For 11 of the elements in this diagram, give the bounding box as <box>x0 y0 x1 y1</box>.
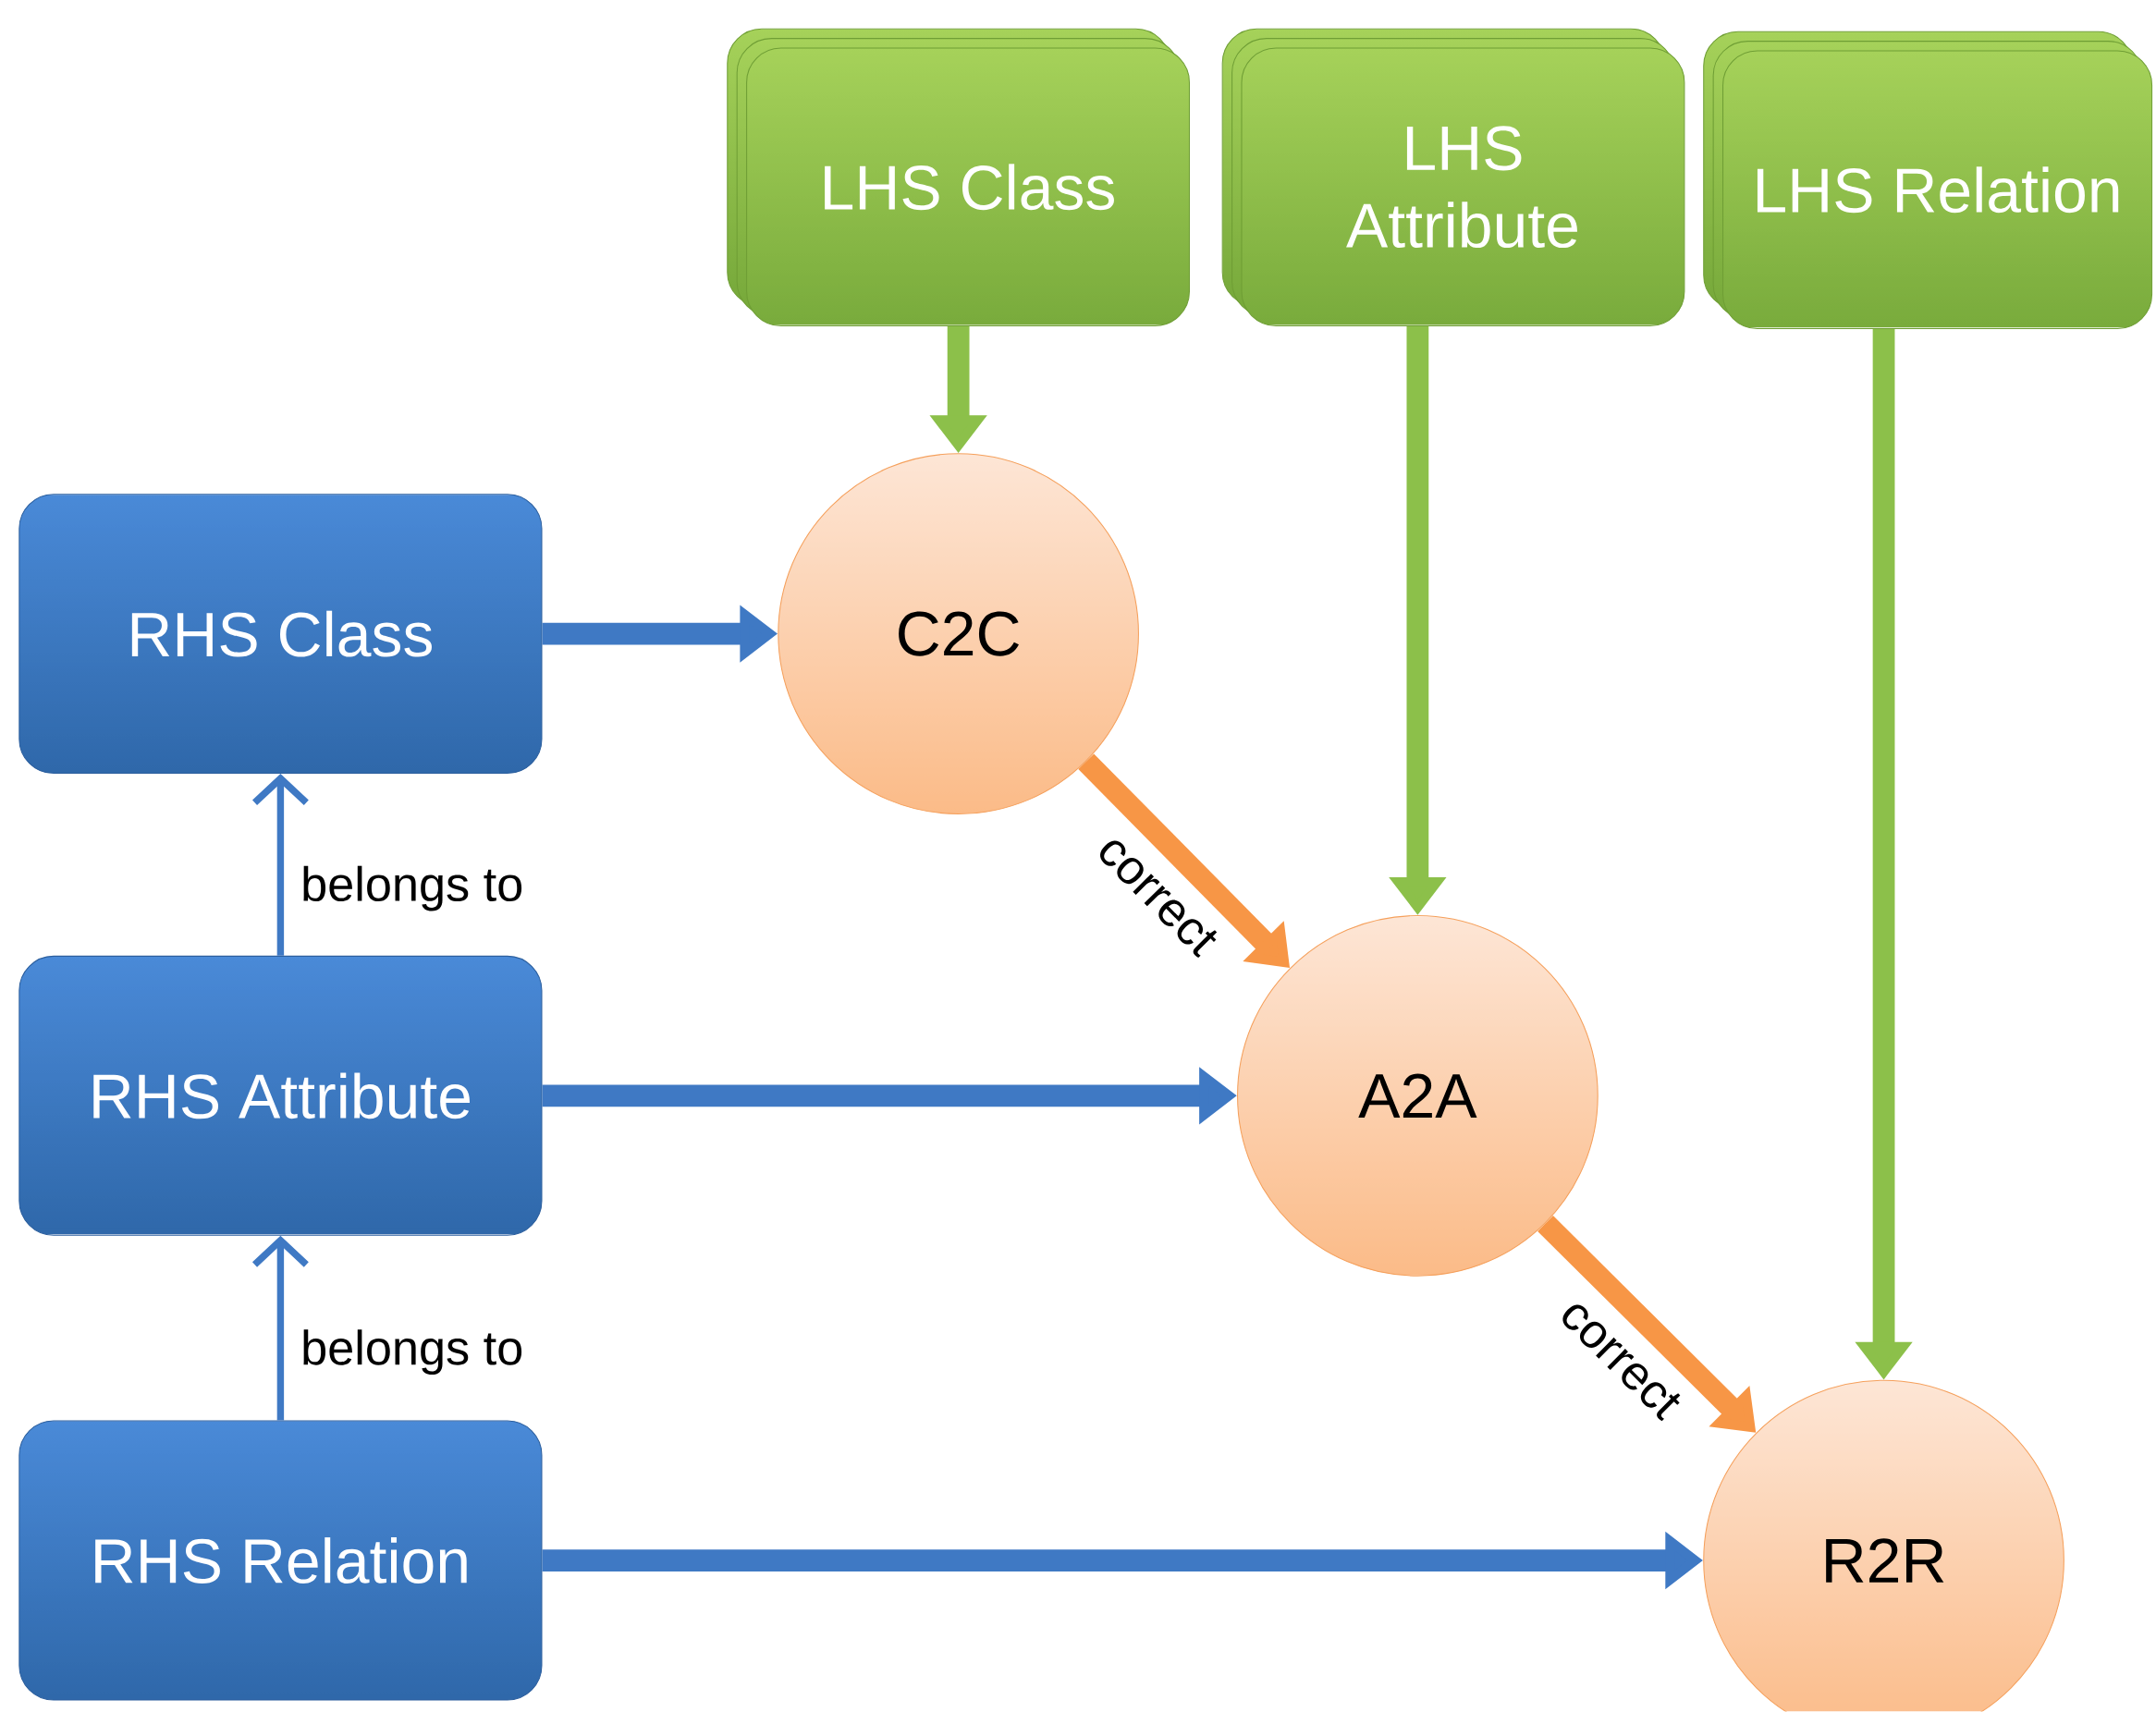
edge-label: belongs to <box>298 1327 526 1377</box>
circle-node: A2A <box>1237 915 1599 1277</box>
rounded-box: RHS Attribute <box>18 956 543 1236</box>
edge-label: belongs to <box>298 863 526 914</box>
stacked-box: LHS Class <box>727 28 1190 327</box>
circle-node: C2C <box>778 453 1139 815</box>
rounded-box: RHS Class <box>18 494 543 775</box>
stacked-box: LHS Attribute <box>1221 28 1685 327</box>
rounded-box: RHS Relation <box>18 1420 543 1701</box>
stacked-box: LHS Relation <box>1703 31 2153 330</box>
arrow <box>252 774 309 957</box>
